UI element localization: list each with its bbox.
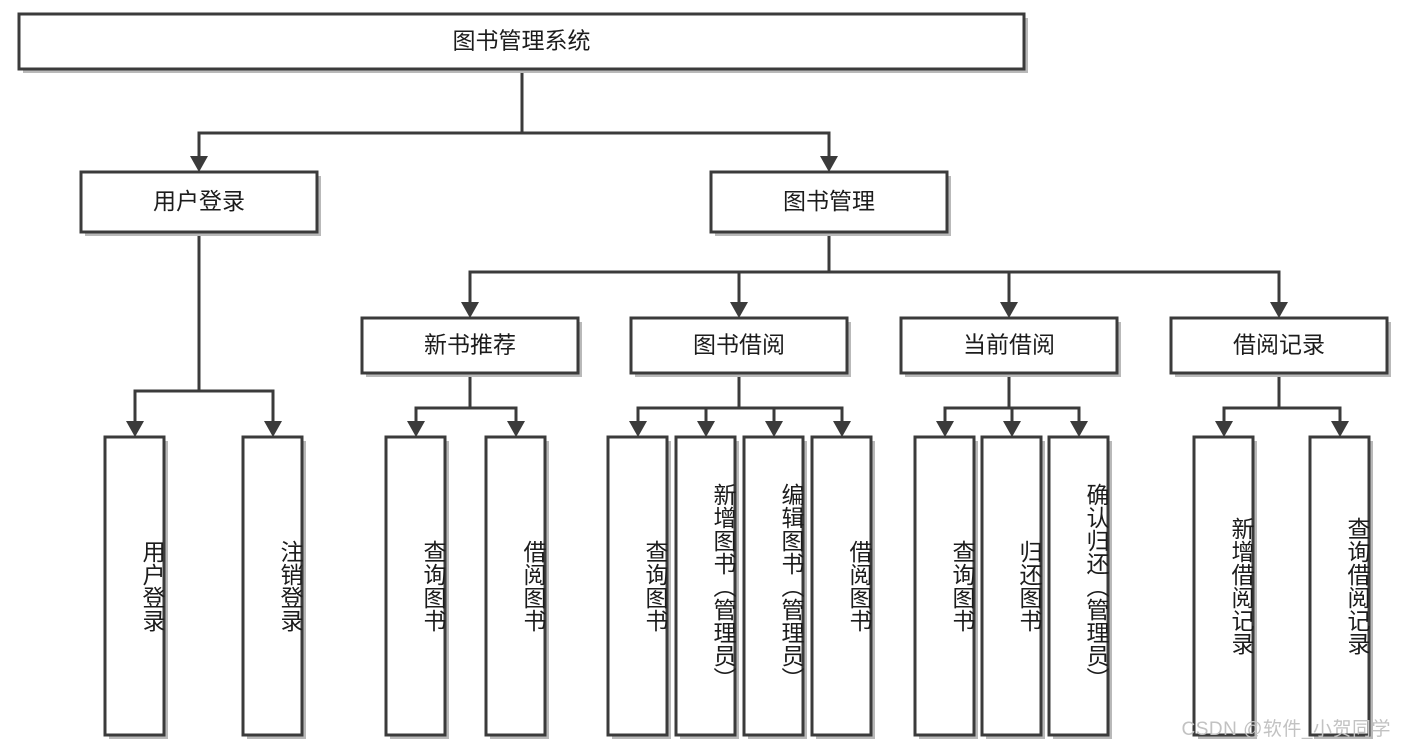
connector-book-borrow-to-leaf-borrow-book	[737, 373, 851, 437]
node-box[interactable]	[810, 435, 873, 737]
node-box[interactable]	[709, 170, 949, 234]
node-label: 借阅记录	[1233, 332, 1325, 358]
connector-book-manage-to-current-borrow	[827, 232, 1018, 318]
connector-book-borrow-to-leaf-query-book-borrow	[629, 373, 741, 437]
node-box[interactable]	[742, 435, 805, 737]
connector-current-borrow-to-leaf-query-book-current	[936, 373, 1011, 437]
connector-layer	[126, 69, 1349, 437]
node-new-book-rec[interactable]: 新书推荐	[360, 316, 582, 377]
node-leaf-edit-book[interactable]	[742, 435, 807, 739]
node-box[interactable]	[1169, 316, 1389, 375]
node-box[interactable]	[484, 435, 547, 737]
arrow-head-icon	[461, 302, 479, 318]
node-box[interactable]	[899, 316, 1119, 375]
arrow-head-icon	[629, 421, 647, 437]
node-leaf-borrow-book-rec[interactable]	[484, 435, 549, 739]
node-leaf-query-record[interactable]	[1308, 435, 1373, 739]
node-book-borrow[interactable]: 图书借阅	[629, 316, 851, 377]
arrow-head-icon	[1000, 302, 1018, 318]
node-label: 新书推荐	[424, 332, 516, 358]
node-label: 图书管理系统	[453, 28, 591, 54]
node-leaf-confirm-return[interactable]	[1047, 435, 1112, 739]
arrow-head-icon	[1270, 302, 1288, 318]
node-current-borrow[interactable]: 当前借阅	[899, 316, 1121, 377]
node-box[interactable]	[913, 435, 976, 737]
arrow-head-icon	[936, 421, 954, 437]
connector-current-borrow-to-leaf-return-book	[1003, 373, 1021, 437]
node-label: 图书管理	[783, 188, 875, 214]
node-box[interactable]	[103, 435, 166, 737]
node-box[interactable]	[79, 170, 319, 234]
node-box[interactable]	[384, 435, 447, 737]
node-leaf-borrow-book[interactable]	[810, 435, 875, 739]
node-box[interactable]	[241, 435, 304, 737]
connector-root-to-book-manage	[520, 69, 838, 172]
node-box[interactable]	[1192, 435, 1255, 737]
connector-user-login-to-leaf-user-login	[126, 232, 201, 437]
node-box[interactable]	[1047, 435, 1110, 737]
connector-new-book-rec-to-leaf-borrow-book-rec	[468, 373, 525, 437]
connector-book-manage-to-borrow-record	[827, 232, 1288, 318]
connector-borrow-record-to-leaf-query-record	[1277, 373, 1349, 437]
arrow-head-icon	[697, 421, 715, 437]
arrow-head-icon	[1070, 421, 1088, 437]
node-box[interactable]	[360, 316, 580, 375]
node-box[interactable]	[980, 435, 1043, 737]
arrow-head-icon	[1215, 421, 1233, 437]
arrow-head-icon	[820, 156, 838, 172]
connector-user-login-to-leaf-logout	[197, 232, 282, 437]
arrow-head-icon	[507, 421, 525, 437]
connector-new-book-rec-to-leaf-query-book-rec	[407, 373, 472, 437]
connector-current-borrow-to-leaf-confirm-return	[1007, 373, 1088, 437]
arrow-head-icon	[190, 156, 208, 172]
arrow-head-icon	[833, 421, 851, 437]
arrow-head-icon	[730, 302, 748, 318]
node-borrow-record[interactable]: 借阅记录	[1169, 316, 1391, 377]
connector-book-borrow-to-leaf-add-book	[697, 373, 741, 437]
arrow-head-icon	[1003, 421, 1021, 437]
arrow-head-icon	[264, 421, 282, 437]
node-leaf-user-login[interactable]	[103, 435, 168, 739]
node-leaf-add-book[interactable]	[674, 435, 739, 739]
arrow-head-icon	[126, 421, 144, 437]
node-leaf-query-book-borrow[interactable]	[606, 435, 671, 739]
node-leaf-logout[interactable]	[241, 435, 306, 739]
node-box[interactable]	[629, 316, 849, 375]
node-label: 用户登录	[153, 188, 245, 214]
arrow-head-icon	[407, 421, 425, 437]
node-box[interactable]	[17, 12, 1026, 71]
node-leaf-query-book-current[interactable]	[913, 435, 978, 739]
node-label: 当前借阅	[963, 332, 1055, 358]
node-leaf-query-book-rec[interactable]	[384, 435, 449, 739]
connector-book-manage-to-book-borrow	[730, 232, 831, 318]
node-box[interactable]	[674, 435, 737, 737]
arrow-head-icon	[1331, 421, 1349, 437]
node-user-login[interactable]: 用户登录	[79, 170, 321, 236]
connector-root-to-user-login	[190, 69, 524, 172]
arrow-head-icon	[765, 421, 783, 437]
connector-book-manage-to-new-book-rec	[461, 232, 831, 318]
node-root[interactable]: 图书管理系统	[17, 12, 1028, 73]
node-label: 图书借阅	[693, 332, 785, 358]
node-leaf-add-record[interactable]	[1192, 435, 1257, 739]
node-box[interactable]	[1308, 435, 1371, 737]
node-leaf-return-book[interactable]	[980, 435, 1045, 739]
node-box[interactable]	[606, 435, 669, 737]
node-book-manage[interactable]: 图书管理	[709, 170, 951, 236]
connector-borrow-record-to-leaf-add-record	[1215, 373, 1281, 437]
connector-book-borrow-to-leaf-edit-book	[737, 373, 783, 437]
